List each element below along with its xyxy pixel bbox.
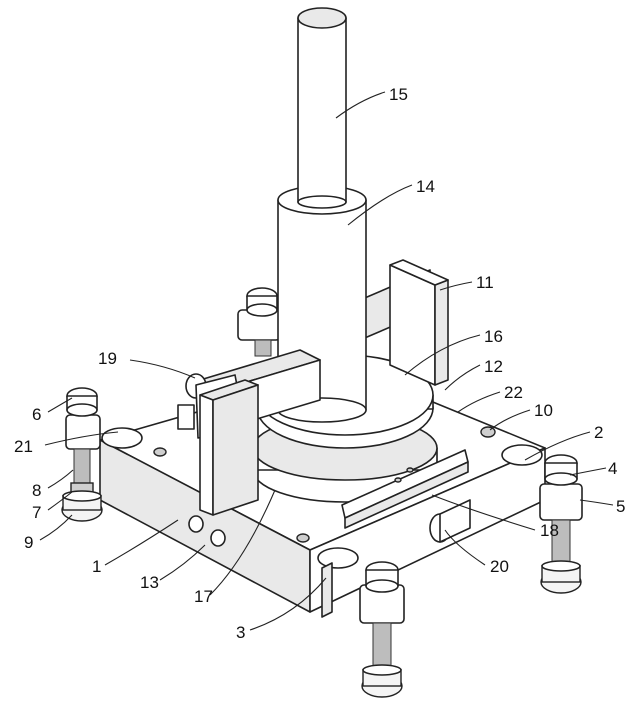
callout-10: 10 bbox=[534, 401, 553, 420]
callout-11: 11 bbox=[476, 273, 494, 292]
slider-bar bbox=[341, 449, 471, 543]
callout-labels: 15 14 11 16 12 22 10 2 4 5 19 6 21 8 7 9… bbox=[14, 85, 625, 642]
callout-4: 4 bbox=[608, 459, 617, 478]
callout-17: 17 bbox=[194, 587, 213, 606]
rail-beam bbox=[359, 259, 449, 386]
leg-front bbox=[359, 561, 405, 698]
callout-12: 12 bbox=[484, 357, 503, 376]
leg-left bbox=[61, 387, 103, 522]
leg-right bbox=[539, 454, 583, 594]
callout-2: 2 bbox=[594, 423, 603, 442]
callout-9: 9 bbox=[24, 533, 33, 552]
callout-8: 8 bbox=[32, 481, 41, 500]
callout-15: 15 bbox=[389, 85, 408, 104]
callout-20: 20 bbox=[490, 557, 509, 576]
callout-19: 19 bbox=[98, 349, 117, 368]
callout-6: 6 bbox=[32, 405, 41, 424]
rod bbox=[297, 7, 347, 209]
callout-5: 5 bbox=[616, 497, 625, 516]
callout-22: 22 bbox=[504, 383, 523, 402]
leader-lines bbox=[39, 91, 614, 631]
callout-1: 1 bbox=[92, 557, 101, 576]
callout-14: 14 bbox=[416, 177, 435, 196]
clamp-arm bbox=[177, 349, 321, 516]
callout-3: 3 bbox=[236, 623, 245, 642]
leg-back bbox=[237, 287, 281, 357]
callout-13: 13 bbox=[140, 573, 159, 592]
callout-7: 7 bbox=[32, 503, 41, 522]
callout-21: 21 bbox=[14, 437, 33, 456]
callout-16: 16 bbox=[484, 327, 503, 346]
callout-18: 18 bbox=[540, 521, 559, 540]
